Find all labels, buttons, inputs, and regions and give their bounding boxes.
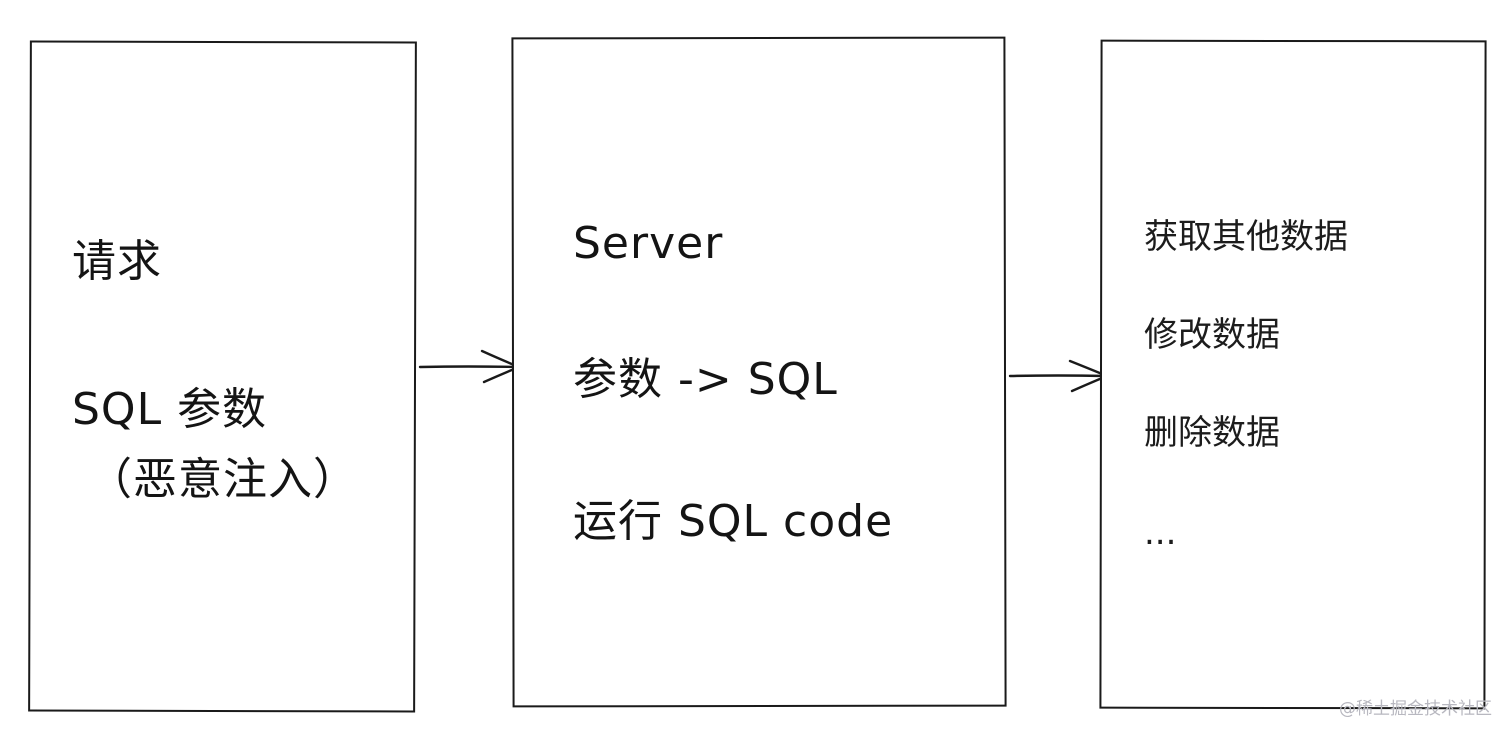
watermark: @稀土掘金技术社区 — [1339, 699, 1492, 719]
server-title: Server — [573, 218, 724, 269]
effect-item: 修改数据 — [1144, 315, 1280, 355]
arrow-server-to-effects — [1008, 359, 1109, 393]
effect-item-ellipsis: ... — [1144, 513, 1177, 553]
effect-item: 删除数据 — [1144, 413, 1280, 453]
request-malicious-injection: （恶意注入） — [88, 454, 358, 505]
server-params-to-sql: 参数 -> SQL — [573, 354, 838, 405]
request-title: 请求 — [72, 236, 162, 287]
arrow-request-to-server — [418, 349, 521, 384]
server-run-sql-code: 运行 SQL code — [573, 496, 894, 547]
effect-item: 获取其他数据 — [1144, 217, 1348, 257]
effects-box — [1099, 39, 1487, 710]
request-box — [28, 40, 417, 713]
request-sql-params: SQL 参数 — [72, 384, 268, 435]
